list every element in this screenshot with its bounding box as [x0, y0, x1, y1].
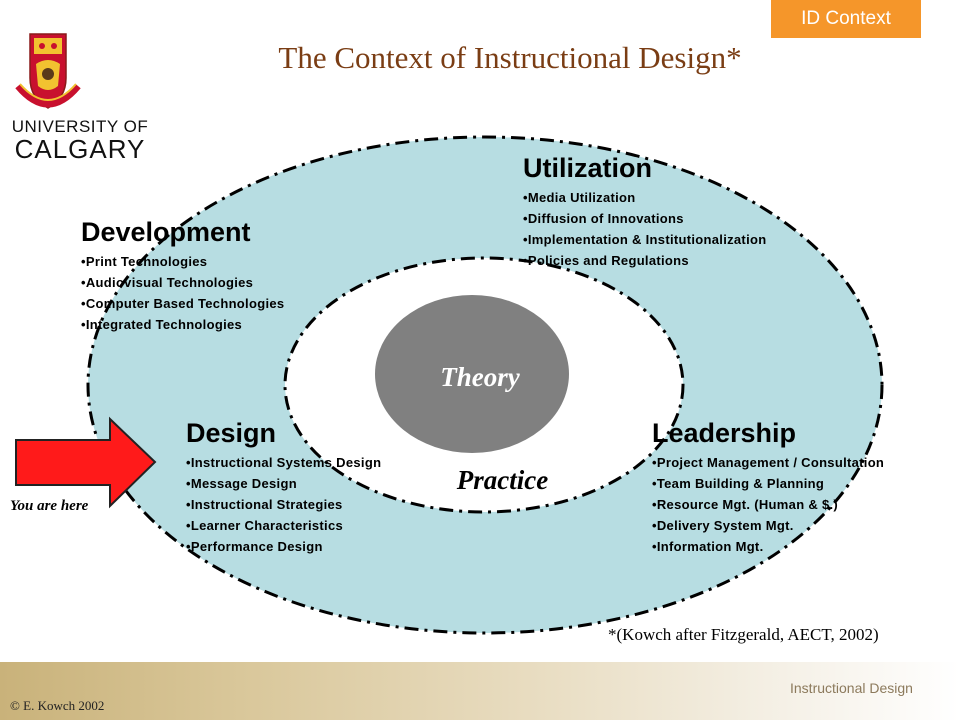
list-item: Audiovisual Technologies — [81, 272, 284, 293]
list-item: Media Utilization — [523, 187, 766, 208]
list-item: Information Mgt. — [652, 536, 884, 557]
list-item: Project Management / Consultation — [652, 452, 884, 473]
theory-circle — [375, 295, 569, 453]
list-item: Computer Based Technologies — [81, 293, 284, 314]
utilization-block: Utilization Media Utilization Diffusion … — [523, 153, 766, 271]
university-line2: CALGARY — [14, 134, 146, 164]
practice-label: Practice — [456, 465, 549, 495]
section-tag: ID Context — [771, 0, 921, 38]
list-item: Resource Mgt. (Human & $.) — [652, 494, 884, 515]
design-block: Design Instructional Systems Design Mess… — [186, 418, 381, 557]
university-wordmark: UNIVERSITY OF CALGARY — [10, 117, 150, 164]
list-item: Implementation & Institutionalization — [523, 229, 766, 250]
citation: *(Kowch after Fitzgerald, AECT, 2002) — [608, 625, 879, 644]
footer-band — [0, 662, 960, 720]
theory-label: Theory — [440, 362, 520, 392]
footer-section: Instructional Design — [790, 680, 913, 696]
list-item: Message Design — [186, 473, 381, 494]
development-title: Development — [81, 217, 251, 247]
page-title: The Context of Instructional Design* — [278, 40, 742, 75]
university-crest-logo — [15, 33, 81, 109]
footer-copyright: © E. Kowch 2002 — [10, 698, 105, 713]
design-list: Instructional Systems Design Message Des… — [186, 452, 381, 557]
list-item: Learner Characteristics — [186, 515, 381, 536]
you-are-here-arrow — [15, 416, 157, 509]
university-line1: UNIVERSITY OF — [11, 117, 149, 136]
list-item: Instructional Strategies — [186, 494, 381, 515]
list-item: Delivery System Mgt. — [652, 515, 884, 536]
development-list: Print Technologies Audiovisual Technolog… — [81, 251, 284, 335]
list-item: Instructional Systems Design — [186, 452, 381, 473]
list-item: Policies and Regulations — [523, 250, 766, 271]
development-block: Development Print Technologies Audiovisu… — [81, 217, 284, 335]
you-are-here-label: You are here — [10, 498, 89, 514]
list-item: Team Building & Planning — [652, 473, 884, 494]
utilization-list: Media Utilization Diffusion of Innovatio… — [523, 187, 766, 271]
list-item: Diffusion of Innovations — [523, 208, 766, 229]
list-item: Print Technologies — [81, 251, 284, 272]
leadership-list: Project Management / Consultation Team B… — [652, 452, 884, 557]
design-title: Design — [186, 418, 277, 448]
utilization-title: Utilization — [523, 153, 652, 183]
leadership-title: Leadership — [652, 418, 797, 448]
list-item: Integrated Technologies — [81, 314, 284, 335]
leadership-block: Leadership Project Management / Consulta… — [652, 418, 884, 557]
list-item: Performance Design — [186, 536, 381, 557]
